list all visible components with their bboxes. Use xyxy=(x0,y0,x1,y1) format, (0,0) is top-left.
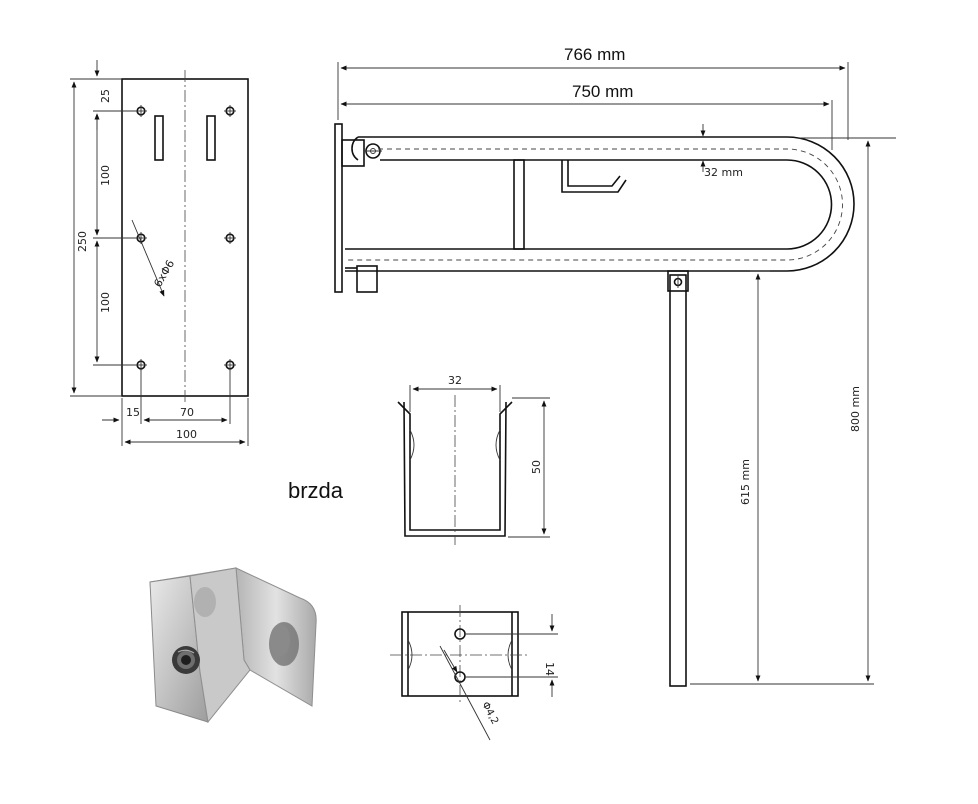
wall-plate-upper-spacing-dimension: 100 xyxy=(99,165,112,186)
brake-side-view-drawing: 32 50 xyxy=(397,374,550,545)
brake-hole-diameter-dimension: Φ4,2 xyxy=(479,700,500,726)
brake-caption: brzda xyxy=(288,478,344,503)
grab-bar-length-dimension: 750 mm xyxy=(572,82,633,101)
wall-plate-slot-right xyxy=(206,115,216,161)
grab-bar-leg-height-dimension: 615 mm xyxy=(739,459,752,505)
grab-bar-support-leg xyxy=(669,274,687,687)
brake-width-dimension: 32 xyxy=(448,374,462,387)
wall-plate-slot-left xyxy=(154,115,164,161)
brake-photo xyxy=(149,567,317,724)
toilet-paper-holder xyxy=(561,160,627,193)
grab-bar-strut xyxy=(513,159,525,250)
grab-bar-total-length-dimension: 766 mm xyxy=(564,45,625,64)
wall-plate-hole-spacing-dimension: 70 xyxy=(180,406,194,419)
wall-plate-holes-dimension: 6xΦ6 xyxy=(151,258,177,290)
grab-bar-total-height-dimension: 800 mm xyxy=(849,386,862,432)
wall-plate-height-dimension: 250 xyxy=(76,231,89,252)
brake-front-view-drawing: 14 Φ4,2 xyxy=(390,605,558,741)
wall-plate-top-margin-dimension: 25 xyxy=(99,89,112,103)
grab-bar-drawing: 766 mm 750 mm 32 mm 615 mm 800 mm xyxy=(334,45,896,687)
wall-plate-drawing: 6xΦ6 250 25 100 100 15 70 100 xyxy=(70,60,249,446)
brake-hole-upper xyxy=(454,628,466,640)
grab-bar-tube-dimension: 32 mm xyxy=(704,166,743,179)
wall-plate-holes xyxy=(135,105,236,371)
wall-plate-lower-spacing-dimension: 100 xyxy=(99,292,112,313)
grab-bar-wall-flange xyxy=(334,123,343,293)
grab-bar-u-tube xyxy=(345,136,855,272)
wall-plate-left-margin-dimension: 15 xyxy=(126,406,140,419)
brake-height-dimension: 50 xyxy=(530,460,543,474)
brake-hole-spacing-dimension: 14 xyxy=(543,662,556,676)
brake-hole-lower xyxy=(454,671,466,683)
wall-plate-width-dimension: 100 xyxy=(176,428,197,441)
